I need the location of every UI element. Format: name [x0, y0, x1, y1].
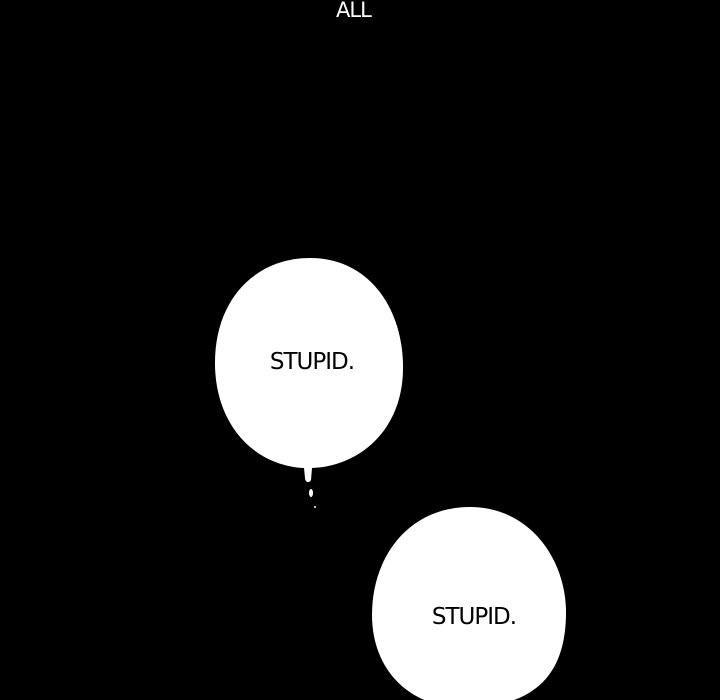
bubble-tail-drop: [304, 468, 312, 483]
bubble-2-text: STUPID.: [431, 604, 517, 630]
bubble-tail-dot: [309, 489, 313, 497]
bubble-1-text: STUPID.: [269, 349, 355, 375]
top-caption: ALL: [336, 0, 372, 22]
speech-bubble-1: [214, 258, 404, 469]
bubble-tail-dot-small: [314, 506, 316, 508]
speech-bubble-2: [372, 507, 567, 700]
